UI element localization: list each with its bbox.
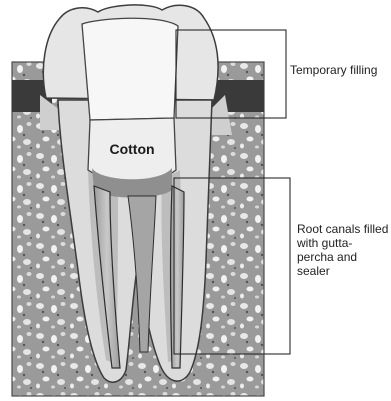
cotton-label: Cotton xyxy=(97,141,167,157)
temporary-filling xyxy=(82,18,178,120)
root-canals-label: Root canals filled with gutta-percha and… xyxy=(297,222,389,278)
temporary-filling-label: Temporary filling xyxy=(290,63,385,77)
